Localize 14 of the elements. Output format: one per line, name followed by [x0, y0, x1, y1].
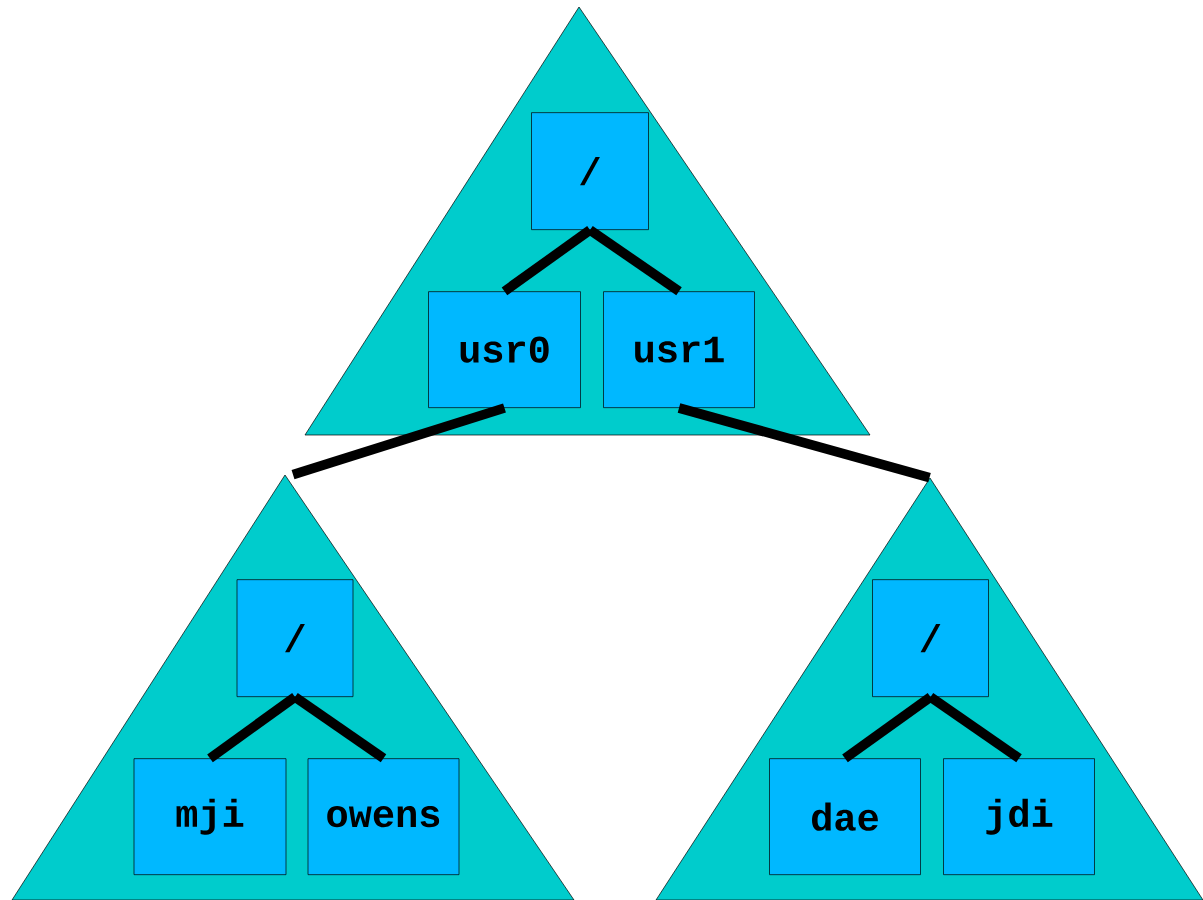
- folder-box: usr1: [603, 291, 755, 408]
- folder-box: jdi: [943, 758, 1095, 875]
- folder-box: /: [872, 579, 989, 697]
- folder-box: mji: [133, 758, 287, 875]
- connector-line: [292, 693, 387, 763]
- connector-line: [501, 226, 593, 296]
- folder-box: dae: [769, 758, 921, 875]
- connector-line: [207, 693, 298, 763]
- folder-box: /: [236, 579, 354, 697]
- connector-line: [587, 226, 682, 296]
- folder-box: owens: [307, 758, 460, 875]
- connector-line: [927, 693, 1022, 763]
- folder-box: usr0: [428, 291, 581, 408]
- folder-box: /: [531, 112, 649, 230]
